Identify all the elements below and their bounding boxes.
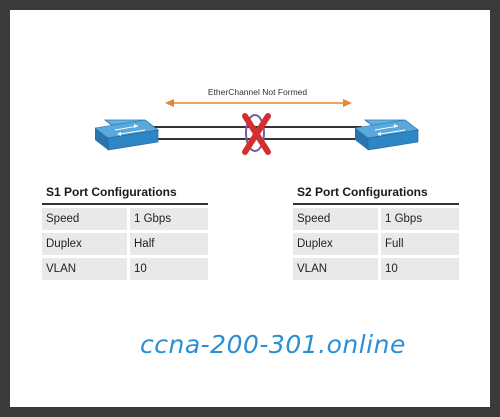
row-label: VLAN	[42, 258, 127, 280]
row-value: Half	[130, 233, 208, 255]
row-value: 10	[130, 258, 208, 280]
table-row: Speed 1 Gbps	[293, 208, 459, 230]
row-value: 1 Gbps	[381, 208, 459, 230]
x-mark-icon	[242, 113, 271, 155]
table-row: Duplex Half	[42, 233, 208, 255]
table-row: Duplex Full	[293, 233, 459, 255]
row-label: Duplex	[42, 233, 127, 255]
row-label: Speed	[42, 208, 127, 230]
site-watermark: ccna-200-301.online	[140, 330, 406, 359]
channel-ring-icon	[245, 114, 265, 152]
switch-icon	[94, 119, 160, 151]
table-row: VLAN 10	[293, 258, 459, 280]
table-row: Speed 1 Gbps	[42, 208, 208, 230]
row-value: 1 Gbps	[130, 208, 208, 230]
s2-config-table: Speed 1 Gbps Duplex Full VLAN 10	[293, 203, 459, 280]
bidirectional-arrow	[165, 99, 352, 107]
row-value: 10	[381, 258, 459, 280]
s1-table-title: S1 Port Configurations	[46, 185, 177, 199]
row-value: Full	[381, 233, 459, 255]
etherchannel-status-label: EtherChannel Not Formed	[207, 87, 308, 97]
row-label: VLAN	[293, 258, 378, 280]
switch-icon	[354, 119, 420, 151]
row-label: Speed	[293, 208, 378, 230]
table-row: VLAN 10	[42, 258, 208, 280]
row-label: Duplex	[293, 233, 378, 255]
s1-config-table: Speed 1 Gbps Duplex Half VLAN 10	[42, 203, 208, 280]
s2-table-title: S2 Port Configurations	[297, 185, 428, 199]
